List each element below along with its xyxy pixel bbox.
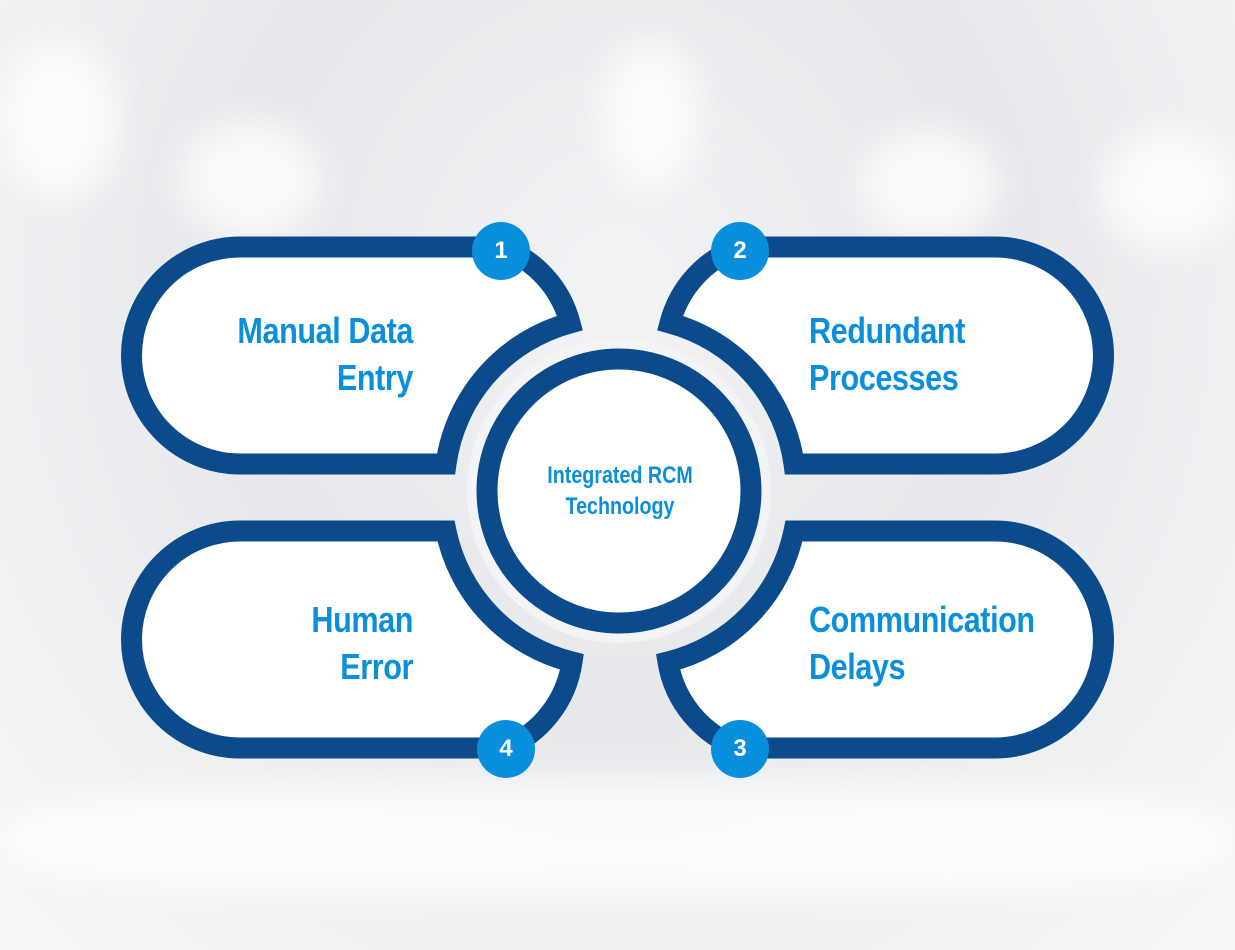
pill-shape-4	[121, 520, 584, 759]
pill-shape-1	[121, 236, 583, 475]
step-badge-1: 1	[472, 222, 530, 280]
background-bokeh	[180, 120, 320, 240]
item-label-line: Human	[311, 599, 413, 640]
step-number: 4	[499, 735, 513, 762]
background-bokeh	[0, 780, 1235, 900]
step-badge-3: 3	[711, 720, 769, 778]
step-number: 2	[733, 237, 747, 264]
item-label-2: Redundant Processes	[809, 307, 1064, 401]
background-bokeh	[860, 130, 1000, 240]
item-label-line: Error	[340, 646, 413, 687]
step-badge-4: 4	[477, 720, 535, 778]
item-label-line: Processes	[809, 357, 959, 398]
item-label-line: Delays	[809, 646, 906, 687]
background-bokeh	[600, 40, 700, 190]
center-circle	[476, 348, 762, 634]
step-badge-2: 2	[711, 222, 769, 280]
item-label-line: Manual Data	[237, 310, 413, 351]
item-label-3: Communication Delays	[809, 596, 1081, 690]
background-bokeh	[0, 40, 120, 200]
item-label-1: Manual Data Entry	[158, 307, 413, 401]
pill-shape-3	[656, 520, 1114, 759]
step-number: 1	[494, 237, 508, 264]
center-label-line: Technology	[565, 493, 675, 520]
item-label-line: Communication	[809, 599, 1035, 640]
background-bokeh	[1100, 130, 1235, 250]
center-label: Integrated RCM Technology	[522, 460, 719, 522]
item-label-line: Redundant	[809, 310, 965, 351]
item-label-line: Entry	[336, 357, 414, 398]
step-number: 3	[733, 735, 747, 762]
center-label-line: Integrated RCM	[547, 462, 693, 489]
pill-shape-2	[657, 236, 1114, 475]
item-label-4: Human Error	[158, 596, 413, 690]
